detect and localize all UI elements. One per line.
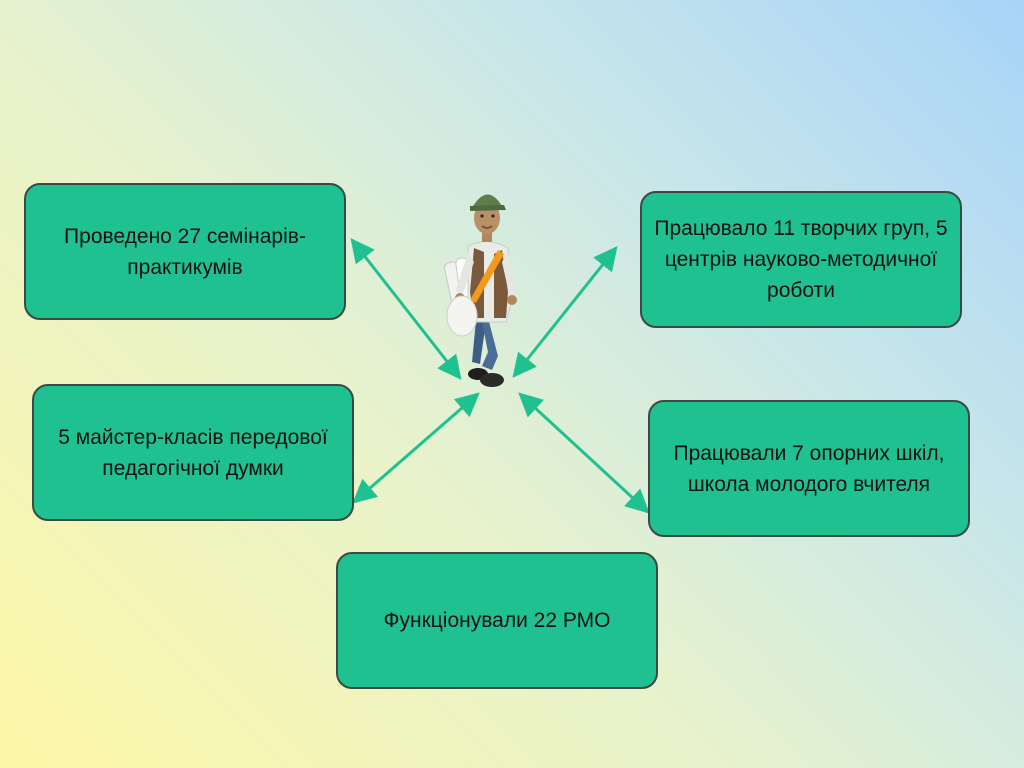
info-box-creative-groups-text: Працювало 11 творчих груп, 5 центрів нау… <box>654 217 948 302</box>
info-box-seminars-text: Проведено 27 семінарів-практикумів <box>64 224 306 279</box>
info-box-support-schools: Працювали 7 опорних шкіл, школа молодого… <box>648 400 970 537</box>
info-box-seminars: Проведено 27 семінарів-практикумів <box>24 183 346 320</box>
info-box-rmo-text: Функціонували 22 РМО <box>383 609 611 632</box>
arrow-mid-right <box>518 392 650 514</box>
info-box-support-schools-text: Працювали 7 опорних шкіл, школа молодого… <box>673 441 945 496</box>
info-box-rmo: Функціонували 22 РМО <box>336 552 658 689</box>
info-box-creative-groups: Працювало 11 творчих груп, 5 центрів нау… <box>640 191 962 328</box>
arrow-top-left <box>350 238 462 380</box>
info-box-master-classes-text: 5 майстер-класів передової педагогічної … <box>58 425 328 480</box>
walking-man-figure <box>444 194 517 387</box>
info-box-master-classes: 5 майстер-класів передової педагогічної … <box>32 384 354 521</box>
arrow-mid-left <box>352 392 480 504</box>
arrow-top-right <box>512 246 618 378</box>
